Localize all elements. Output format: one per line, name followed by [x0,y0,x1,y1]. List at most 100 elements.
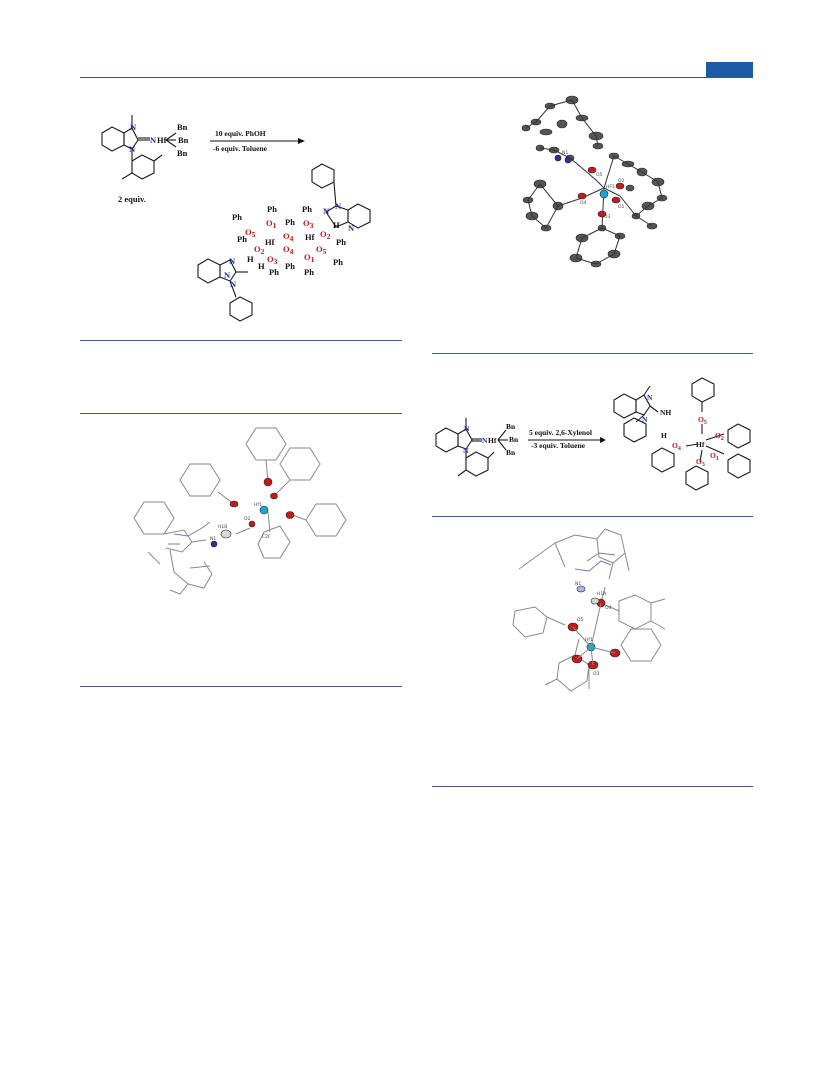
product-structure: N N N N N N Hf Hf O1 Ph O5 Ph O2 Ph O3 P… [197,163,371,322]
hf-atom-1 [599,189,609,199]
bn-label-3: Bn [177,148,188,158]
n-label-bottom: N [129,144,136,154]
xray3-label-hf: Hf1 [585,637,593,643]
s2-o3: O3 [696,457,705,468]
xray2-label-hf: Hf1 [254,502,262,508]
o-atom-b [270,492,278,500]
rule-right-1 [432,353,753,354]
xray3-label-o4: O4 [605,605,612,611]
xray1-label-hf: HF1 [606,184,615,190]
s2-n-prod-2: N [642,415,648,424]
o4-bridge-bottom: O4 [283,244,294,256]
n-atom-1 [554,154,562,162]
h-left-2: H [258,261,265,271]
s2-o5: O5 [698,415,707,426]
equiv-label: 2 equiv. [118,194,146,204]
ph-o3-right: Ph [302,204,312,214]
xray1-label-o5: O5 [596,172,603,178]
o3-atom-1 [597,210,607,218]
o1-right: O1 [304,252,315,264]
n-label-p4: N [335,201,342,211]
s2-o1: O1 [710,451,719,462]
scheme-2: N N N Hf Bn Bn Bn 5 equiv. 2,6-Xylenol -… [435,377,751,491]
s2-hf-prod: Hf [696,440,705,449]
o1-left: O1 [266,218,277,230]
o4-bridge-top: O4 [283,231,294,243]
reaction-arrow-1: 10 equiv. PhOH -6 equiv. Toluene [210,129,305,153]
h1b-atom [220,529,232,539]
n-label-p5: N [348,223,355,233]
o2-atom-2 [248,520,256,528]
xray3-label-o3: O3 [593,671,600,677]
o1-atom-1 [611,196,621,204]
h-left: H [247,254,254,264]
bn-label-1: Bn [177,122,188,132]
rule-right-2 [432,516,753,517]
h-right: H [333,220,340,230]
s2-reagent-line-1: 5 equiv. 2,6-Xylenol [529,428,592,437]
o-atom-a [263,477,273,487]
ph-o3-left: Ph [269,267,279,277]
n-label-p6: N [323,206,330,216]
reaction-arrow-2: 5 equiv. 2,6-Xylenol -3 equiv. Toluene [528,428,606,450]
ph-o1-left: Ph [267,204,277,214]
n-label-p2: N [230,279,237,289]
xray2-label-n1: N1 [210,536,216,542]
ph-o5-left: Ph [232,212,242,222]
s2-bn-2: Bn [509,435,519,444]
ph-o2-right: Ph [336,237,346,247]
xray1-label-o1: O1 [618,204,625,210]
hf-label: Hf [157,135,167,145]
s2-bn-3: Bn [506,448,516,457]
o2-left: O2 [254,244,265,256]
reactant-structure: N N N Hf Bn Bn Bn 2 equiv. [101,115,189,204]
xray-structure-1: HF1 O5 O2 O4 O1 O3 N1 [521,95,668,268]
n-atom-2 [564,156,572,164]
header-rule [80,77,753,78]
n-label-p3: N [224,270,231,280]
s2-n-prod-1: N [647,393,653,402]
ph-bridge-bottom: Ph [285,261,295,271]
xray1-label-n1: N1 [562,150,568,156]
ph-bridge-top: Ph [285,217,295,227]
s2-o2: O2 [715,431,724,442]
xray3-label-n1: N1 [575,581,581,587]
n-label-top: N [130,122,137,132]
xray1-label-o3: O3 [604,214,611,220]
s2-h: H [661,431,667,440]
rule-left-1 [80,340,402,341]
hf-atom-2 [259,505,269,515]
o-atom-c [229,500,239,508]
xray3-label-o5: O5 [577,617,584,623]
xray1-label-o4: O4 [580,200,587,206]
o-atom-d [285,511,295,519]
o5-left: O5 [245,227,256,239]
reagent-line-2: -6 equiv. Toluene [213,144,268,153]
reactant-structure-2: N N N Hf Bn Bn Bn [435,418,519,477]
n1-atom-2 [210,540,218,548]
ph-o1-right: Ph [304,267,314,277]
o2-atom-1 [615,182,625,190]
o4-atom-1 [577,192,587,200]
o5-right: O5 [316,244,327,256]
h1a-atom [590,597,600,605]
header-tab [706,62,753,77]
ph-o5-right: Ph [333,257,343,267]
xray2-label-o2: O2 [244,516,251,522]
xray1-label-o2: O2 [618,178,625,184]
reagent-line-1: 10 equiv. PhOH [215,129,266,138]
xray3-label-h1a: H1A [597,591,607,597]
rule-right-3 [432,786,753,787]
bn-label-2: Bn [178,135,189,145]
s2-hf-reactant: Hf [488,436,497,445]
product-structure-2: N N NH Hf H O4 O5 O2 O1 O3 [613,377,751,491]
xray2-label-h1b: H1B [218,524,227,530]
scheme-1: N N N Hf Bn Bn Bn 2 equiv. 10 equiv. PhO… [101,115,371,322]
rule-left-2 [80,413,402,414]
s2-nh: NH [660,408,671,417]
o2-right: O2 [320,229,331,241]
n-imine-label: N [150,135,157,145]
s2-bn-1: Bn [506,422,516,431]
rule-left-3 [80,686,402,687]
o5-atom-1 [587,166,597,174]
